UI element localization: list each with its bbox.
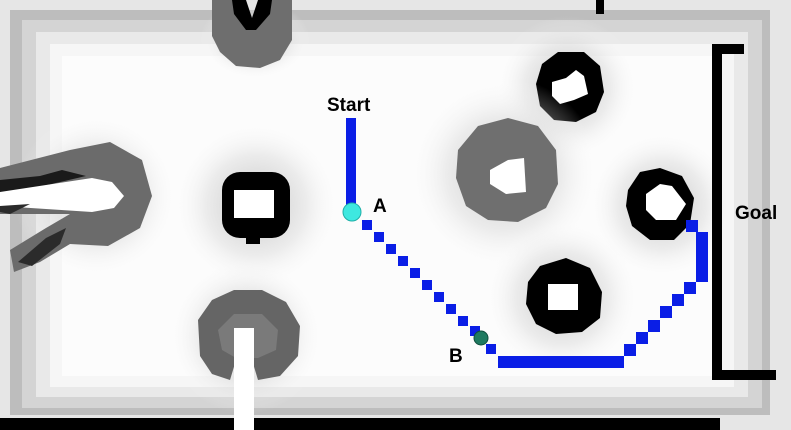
left-entry-obstacle: [0, 114, 178, 278]
goal-bracket: [712, 44, 776, 380]
walls: [0, 0, 720, 430]
waypoint-b-marker: [473, 330, 489, 346]
point-a-label: A: [373, 196, 387, 217]
center-left-obstacle: [172, 121, 340, 289]
path-rising-segment: [624, 220, 708, 356]
bottom-left-obstacle: [168, 258, 324, 430]
top-notch-obstacle: [200, 0, 310, 80]
bottom-right-obstacle: [484, 220, 640, 376]
point-b-label: B: [449, 346, 463, 367]
planned-path: [346, 118, 708, 368]
goal-label: Goal: [735, 203, 777, 224]
waypoint-a-marker: [342, 202, 362, 222]
path-diagonal-segment: [362, 220, 496, 354]
start-label: Start: [327, 95, 371, 116]
